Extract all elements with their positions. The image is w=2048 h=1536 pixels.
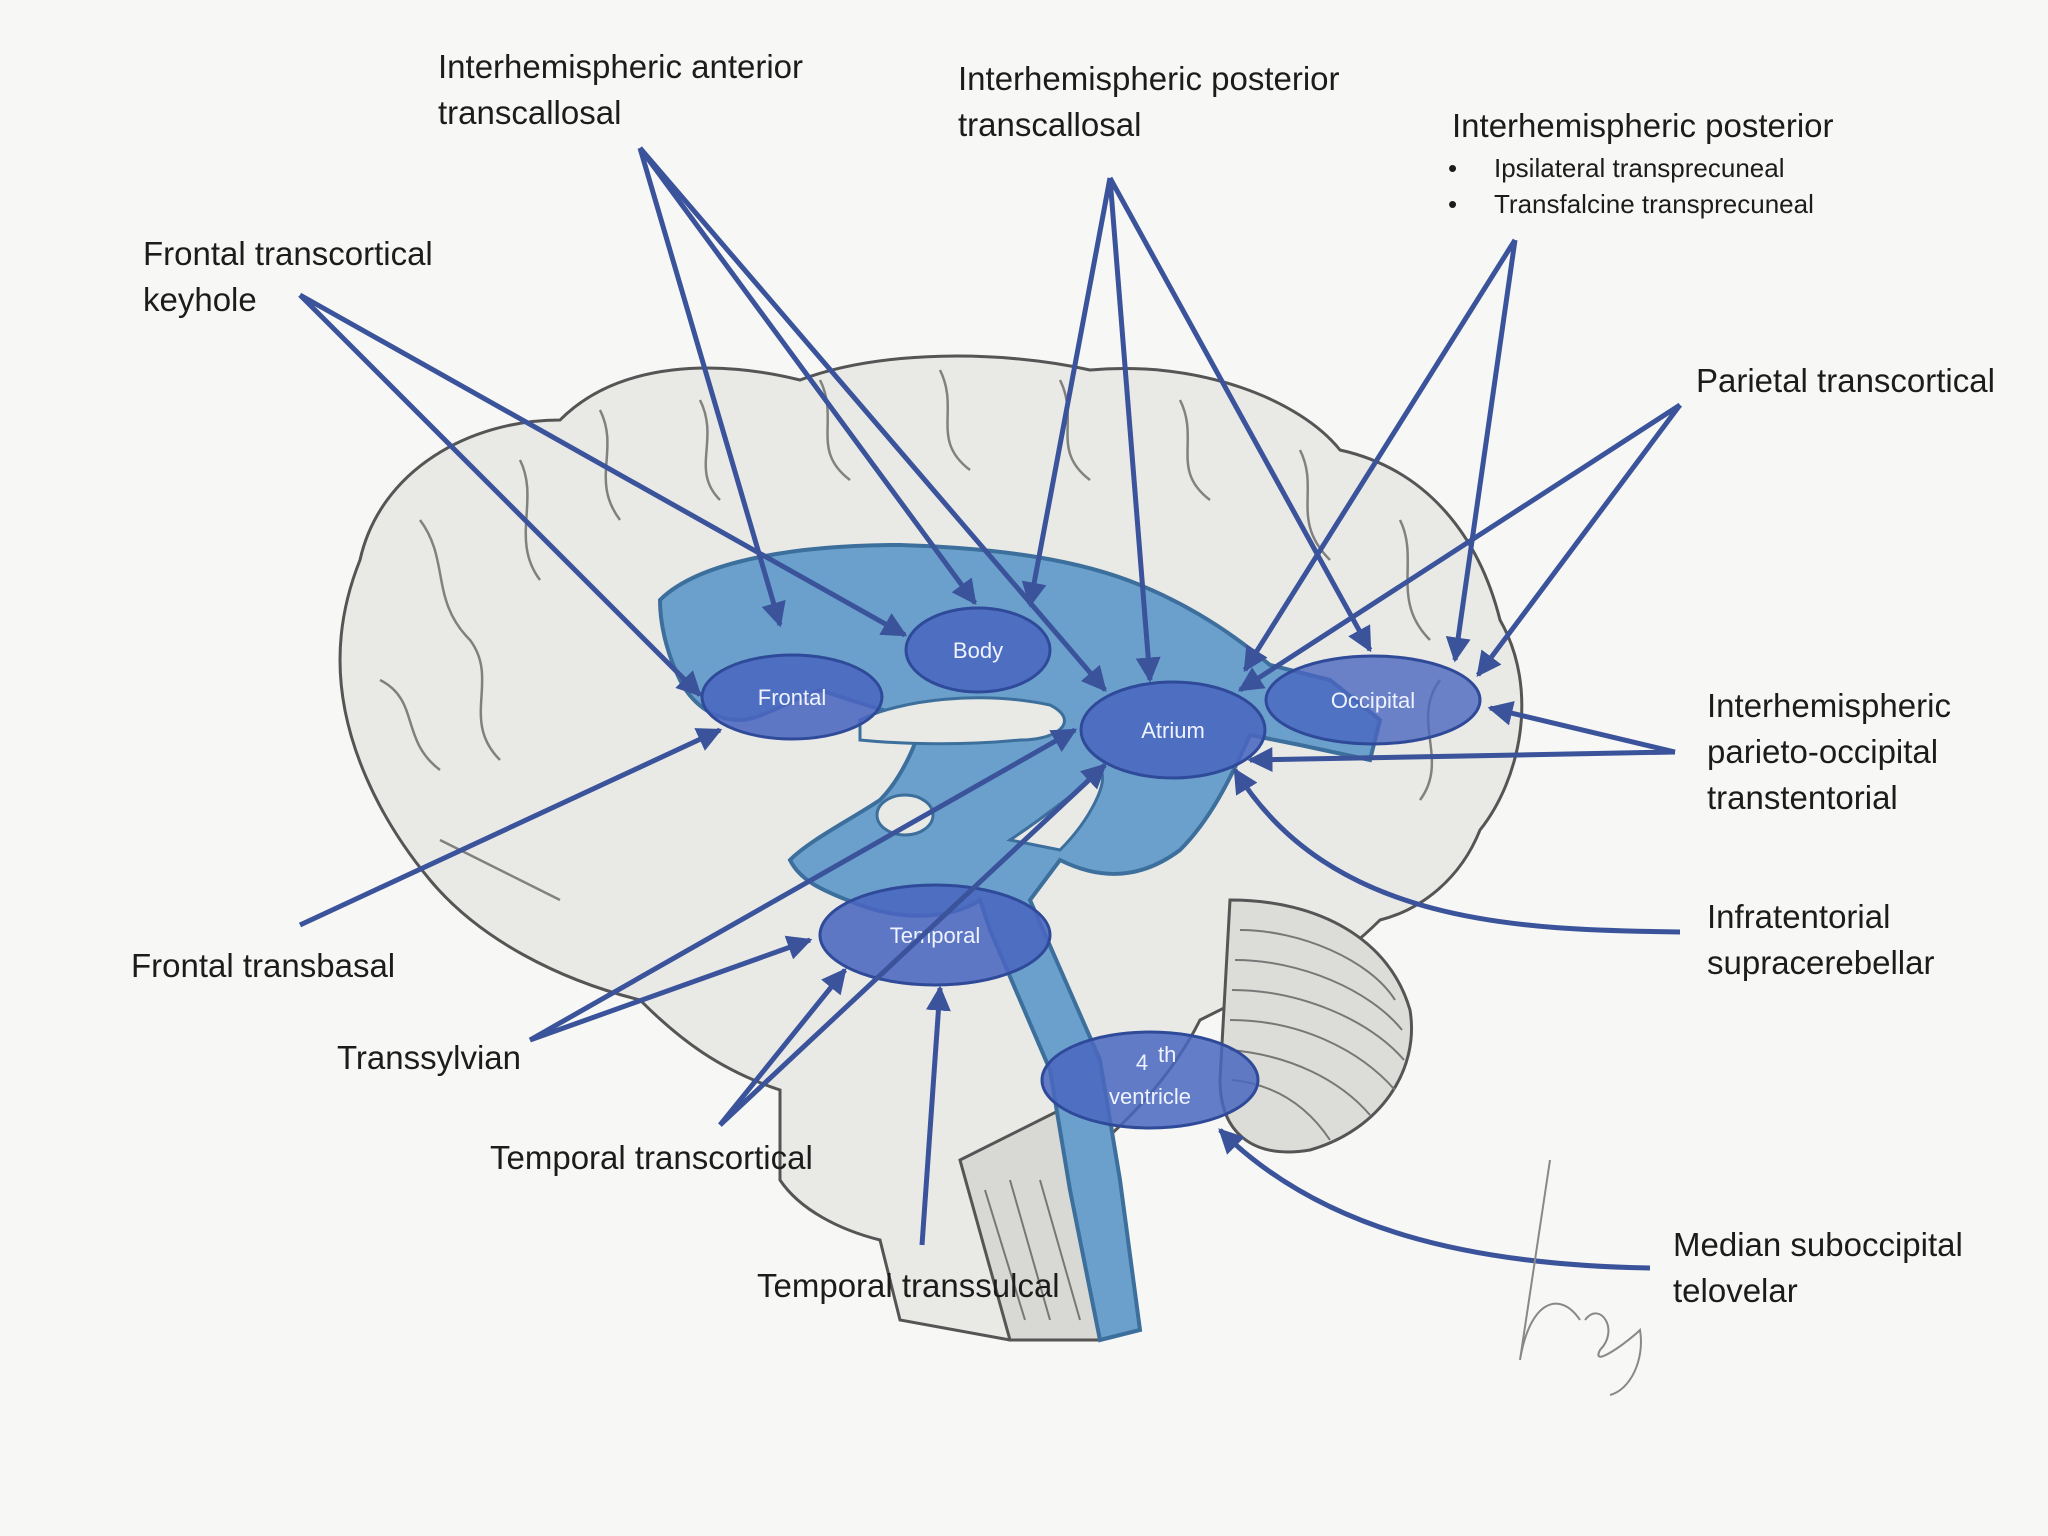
arrow-mst-fourth (1218, 1128, 1651, 1271)
label-is-line1: Infratentorial (1707, 898, 1891, 935)
arrow-parietal-atrium (1237, 402, 1682, 693)
arrow-ftk-frontal (298, 293, 702, 697)
region-fourth-ventricle[interactable]: 4 th ventricle (1040, 1030, 1260, 1130)
label-ftk-line1: Frontal transcortical (143, 235, 433, 272)
arrow-ipt-occipital (1107, 176, 1373, 653)
label-iat-line1: Interhemispheric anterior (438, 48, 803, 85)
label-interhemispheric-posterior-list: Ipsilateral transprecuneal Transfalcine … (1448, 150, 1814, 222)
region-atrium[interactable]: Atrium (1079, 680, 1267, 780)
label-mst-line2: telovelar (1673, 1272, 1798, 1309)
label-transsylvian: Transsylvian (337, 1039, 521, 1076)
arrow-tts-temporal (919, 985, 951, 1246)
label-interhemispheric-parieto-occipital-transtentorial: Interhemispheric parieto-occipital trans… (1707, 683, 1951, 821)
label-ipot-line1: Interhemispheric (1707, 687, 1951, 724)
label-ftk-line2: keyhole (143, 281, 257, 318)
arrow-ts-atrium (528, 727, 1078, 1043)
arrow-ipt-body (1021, 177, 1113, 608)
signature (1519, 1159, 1642, 1396)
arrow-iat-frontal (637, 147, 786, 628)
label-interhemispheric-anterior-transcallosal: Interhemispheric anterior transcallosal (438, 44, 803, 136)
label-temporal-transsulcal: Temporal transsulcal (757, 1267, 1060, 1304)
region-atrium-label: Atrium (1141, 718, 1205, 743)
label-interhemispheric-posterior-transcallosal: Interhemispheric posterior transcallosal (958, 56, 1340, 148)
label-ip-item-1: Ipsilateral transprecuneal (1448, 150, 1814, 186)
region-body[interactable]: Body (904, 606, 1052, 694)
label-temporal-transcortical: Temporal transcortical (490, 1139, 813, 1176)
region-fourth-ventricle-label: ventricle (1109, 1084, 1191, 1109)
region-occipital-label: Occipital (1331, 688, 1415, 713)
label-infratentorial-supracerebellar: Infratentorial supracerebellar (1707, 894, 1934, 986)
arrow-ttc-temporal (718, 968, 847, 1127)
label-parietal-transcortical: Parietal transcortical (1696, 362, 1995, 399)
arrow-ipt-atrium (1107, 177, 1161, 683)
arrow-ts-temporal (529, 935, 813, 1043)
arrow-iat-body (637, 146, 978, 606)
arrow-ip-atrium (1242, 238, 1518, 673)
label-ip-item-2: Transfalcine transprecuneal (1448, 186, 1814, 222)
region-frontal[interactable]: Frontal (700, 653, 884, 741)
label-mst-line1: Median suboccipital (1673, 1226, 1963, 1263)
label-iat-line2: transcallosal (438, 94, 622, 131)
label-frontal-transcortical-keyhole: Frontal transcortical keyhole (143, 231, 433, 323)
region-fourth-number: 4 (1136, 1050, 1148, 1075)
arrow-ttc-atrium (718, 763, 1107, 1127)
region-body-label: Body (953, 638, 1003, 663)
arrow-ftk-body (298, 292, 908, 638)
approach-arrows (298, 146, 1683, 1271)
arrow-ip-occipital (1445, 239, 1518, 663)
label-frontal-transbasal: Frontal transbasal (131, 947, 396, 984)
region-fourth-superscript: th (1158, 1042, 1176, 1067)
arrow-ipot-occipital (1487, 701, 1676, 755)
label-interhemispheric-posterior: Interhemispheric posterior (1452, 107, 1834, 144)
region-frontal-label: Frontal (758, 685, 826, 710)
label-ipot-line3: transtentorial (1707, 779, 1898, 816)
label-ipot-line2: parieto-occipital (1707, 733, 1939, 770)
label-ipt-line2: transcallosal (958, 106, 1142, 143)
region-temporal[interactable]: Temporal (818, 883, 1052, 987)
arrow-ipot-atrium (1247, 747, 1676, 773)
label-is-line2: supracerebellar (1707, 944, 1935, 981)
arrow-is-atrium (1232, 767, 1681, 935)
arrow-ftb-frontal (298, 727, 723, 928)
arrow-parietal-occipital (1475, 403, 1683, 678)
label-median-suboccipital-telovelar: Median suboccipital telovelar (1673, 1222, 1963, 1314)
label-ipt-line1: Interhemispheric posterior (958, 60, 1340, 97)
region-occipital[interactable]: Occipital (1264, 654, 1482, 746)
